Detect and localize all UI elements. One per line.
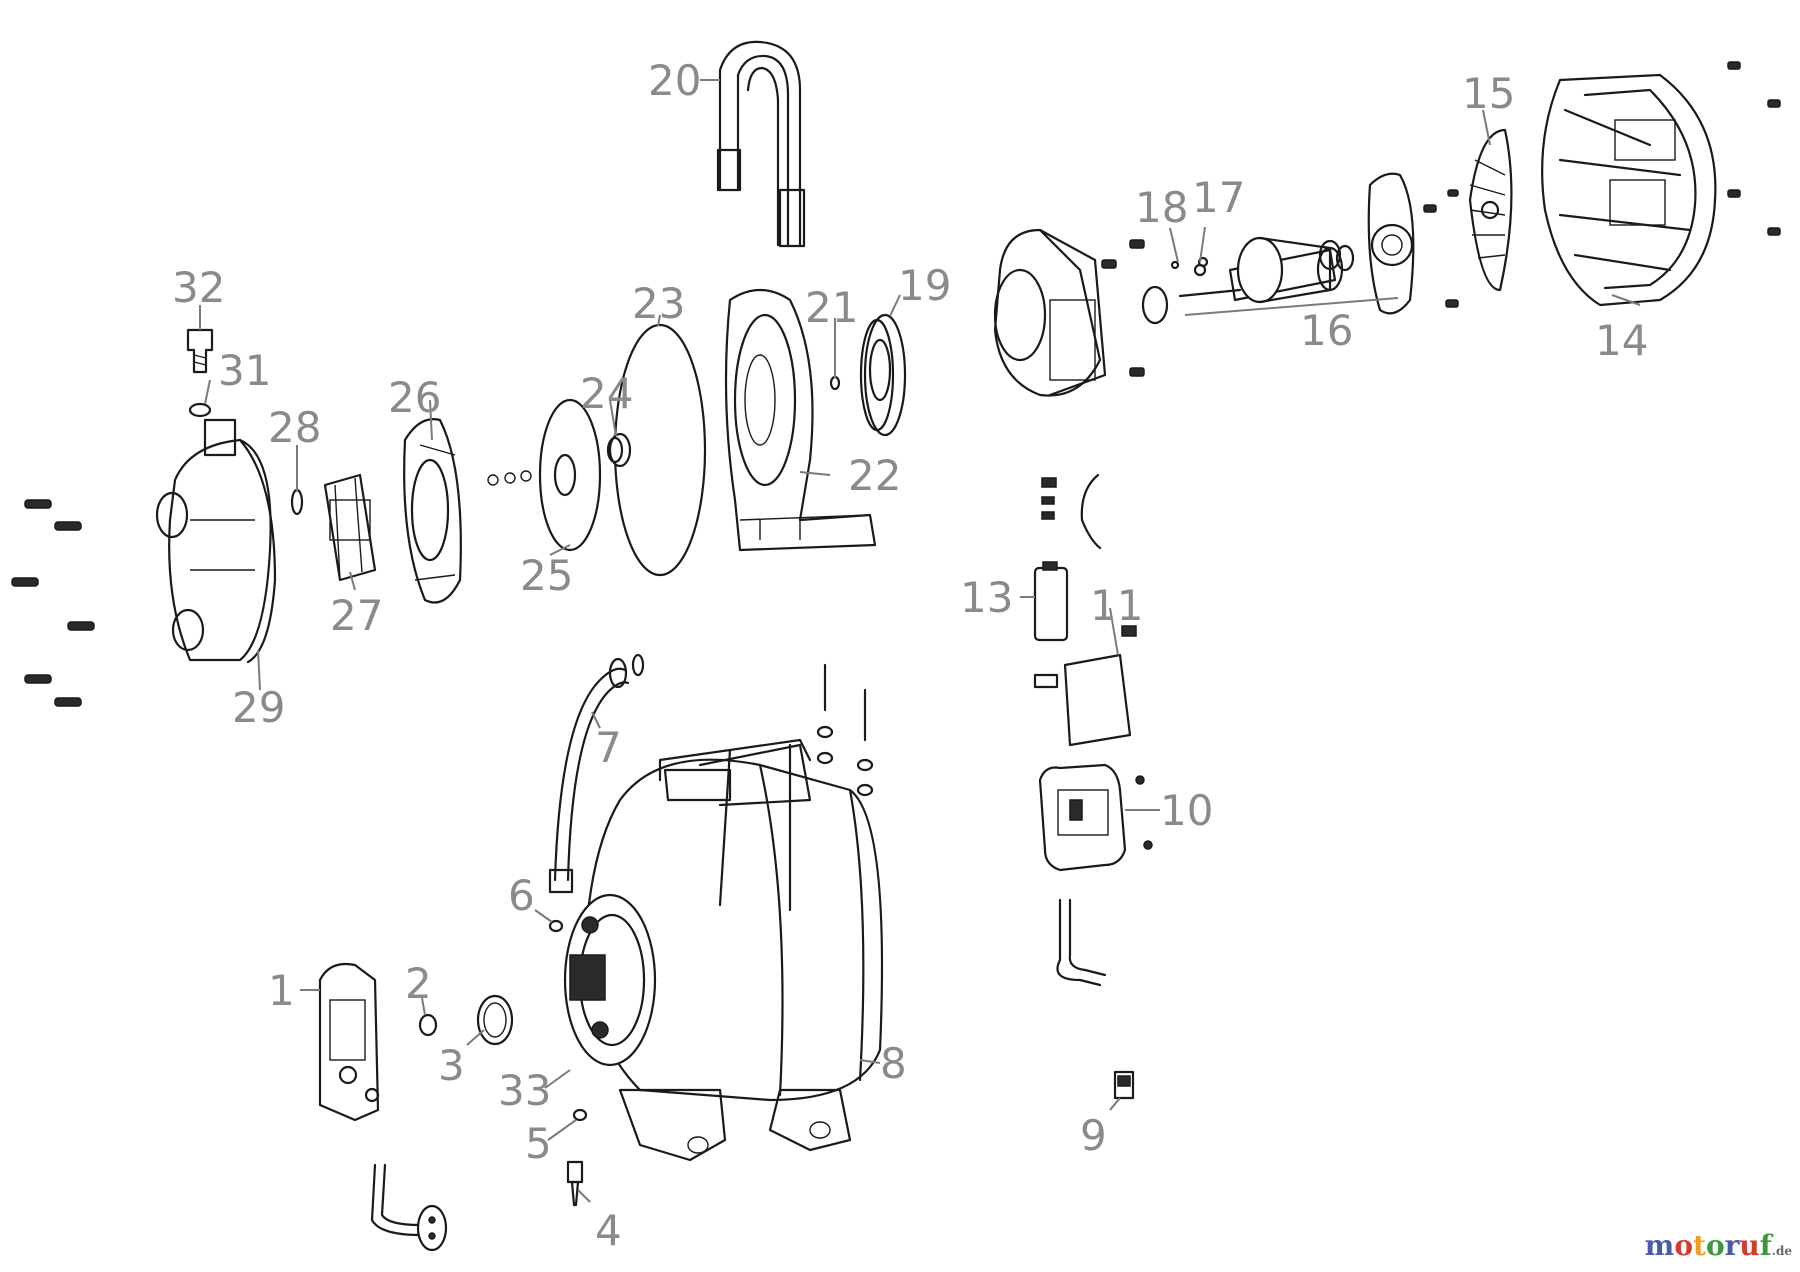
callout-1: 1 — [268, 966, 295, 1015]
part-31-seal-ring — [188, 402, 212, 418]
callout-21: 20 — [648, 56, 701, 105]
part-14-fan-cowl — [1541, 73, 1717, 307]
callout-13: 13 — [960, 573, 1013, 622]
part-19-seal-plate — [859, 313, 907, 437]
part-32-plug — [186, 328, 214, 374]
part-11-cover-plate — [1033, 625, 1137, 747]
part-25-impeller-plate — [538, 398, 602, 552]
part-7-flexible-hose — [548, 653, 645, 894]
callout-28: 28 — [268, 403, 321, 452]
callout-9: 9 — [1080, 1111, 1107, 1160]
callout-11: 11 — [1090, 581, 1143, 630]
callout-19: 19 — [898, 261, 951, 310]
part-4-valve — [566, 1160, 584, 1207]
watermark-logo-letter: f — [1759, 1229, 1772, 1262]
watermark-logo-word: motoruf — [1645, 1229, 1772, 1262]
motor-cable — [1056, 898, 1107, 987]
callout-5: 5 — [525, 1119, 552, 1168]
callout-31: 31 — [218, 346, 271, 395]
part-24-diffuser-insert — [606, 432, 632, 468]
part-16-end-shield — [1367, 172, 1459, 315]
callout-24: 24 — [580, 369, 633, 418]
tank-flange — [563, 893, 657, 1067]
capacitor-clips — [1041, 473, 1102, 550]
part-5-nut — [572, 1108, 588, 1122]
watermark-logo-letter: u — [1739, 1229, 1760, 1262]
callout-17: 17 — [1192, 173, 1245, 222]
callout-14: 14 — [1595, 316, 1648, 365]
part-2-fitting — [418, 1013, 438, 1037]
motor-housing — [993, 228, 1145, 397]
callout-26: 26 — [388, 373, 441, 422]
part-27-ejector — [323, 473, 377, 582]
callout-8: 8 — [880, 1039, 907, 1088]
rotor-assembly — [1141, 236, 1355, 325]
callout-22: 22 — [848, 451, 901, 500]
motoruf-watermark-logo: motoruf.de — [1645, 1229, 1792, 1262]
part-29-pump-housing — [155, 418, 277, 664]
callout-10: 10 — [1160, 786, 1213, 835]
part-3-gasket — [476, 994, 514, 1046]
watermark-logo-letter: r — [1724, 1229, 1740, 1262]
callout-15: 15 — [1462, 69, 1515, 118]
part-22-pump-bracket — [724, 289, 877, 552]
watermark-logo-letter: t — [1693, 1229, 1706, 1262]
leader-lines — [199, 79, 1641, 1203]
watermark-logo-letter: o — [1705, 1229, 1725, 1262]
part-13-capacitor — [1033, 561, 1069, 642]
part-9-switch — [1113, 1070, 1135, 1100]
part-15-fan — [1468, 128, 1513, 292]
part-20-oring — [829, 375, 841, 391]
callout-6: 6 — [508, 871, 535, 920]
watermark-logo-letter: m — [1644, 1229, 1675, 1262]
part-1-pressure-switch — [318, 962, 380, 1122]
callout-23: 23 — [632, 279, 685, 328]
watermark-logo-letter: o — [1674, 1229, 1693, 1262]
housing-screws — [11, 499, 95, 707]
callout-29: 29 — [232, 683, 285, 732]
callout-2: 2 — [405, 959, 432, 1008]
part-28-oring — [290, 488, 304, 516]
callout-32: 32 — [172, 263, 225, 312]
callout-3: 3 — [438, 1041, 465, 1090]
callout-4: 4 — [595, 1206, 622, 1255]
tank-mount-bolts — [816, 663, 874, 797]
callout-33: 33 — [498, 1066, 551, 1115]
watermark-tld: .de — [1771, 1244, 1792, 1258]
callout-numbers: 20 15 14 16 18 17 19 21 22 23 24 25 26 2… — [172, 56, 1648, 1255]
callout-18: 18 — [1135, 183, 1188, 232]
part-6-nut — [548, 919, 564, 933]
callout-7: 7 — [595, 723, 622, 772]
callout-16: 16 — [1300, 306, 1353, 355]
power-cable-plug — [370, 1163, 448, 1252]
callout-25: 25 — [520, 551, 573, 600]
callout-27: 27 — [330, 591, 383, 640]
callout-20: 21 — [805, 283, 858, 332]
cowl-screws — [1727, 61, 1781, 236]
part-21-cable — [716, 40, 806, 248]
part-26-diffuser — [403, 418, 462, 604]
spacer-rings — [487, 470, 532, 486]
part-10-terminal-box — [1038, 763, 1153, 872]
